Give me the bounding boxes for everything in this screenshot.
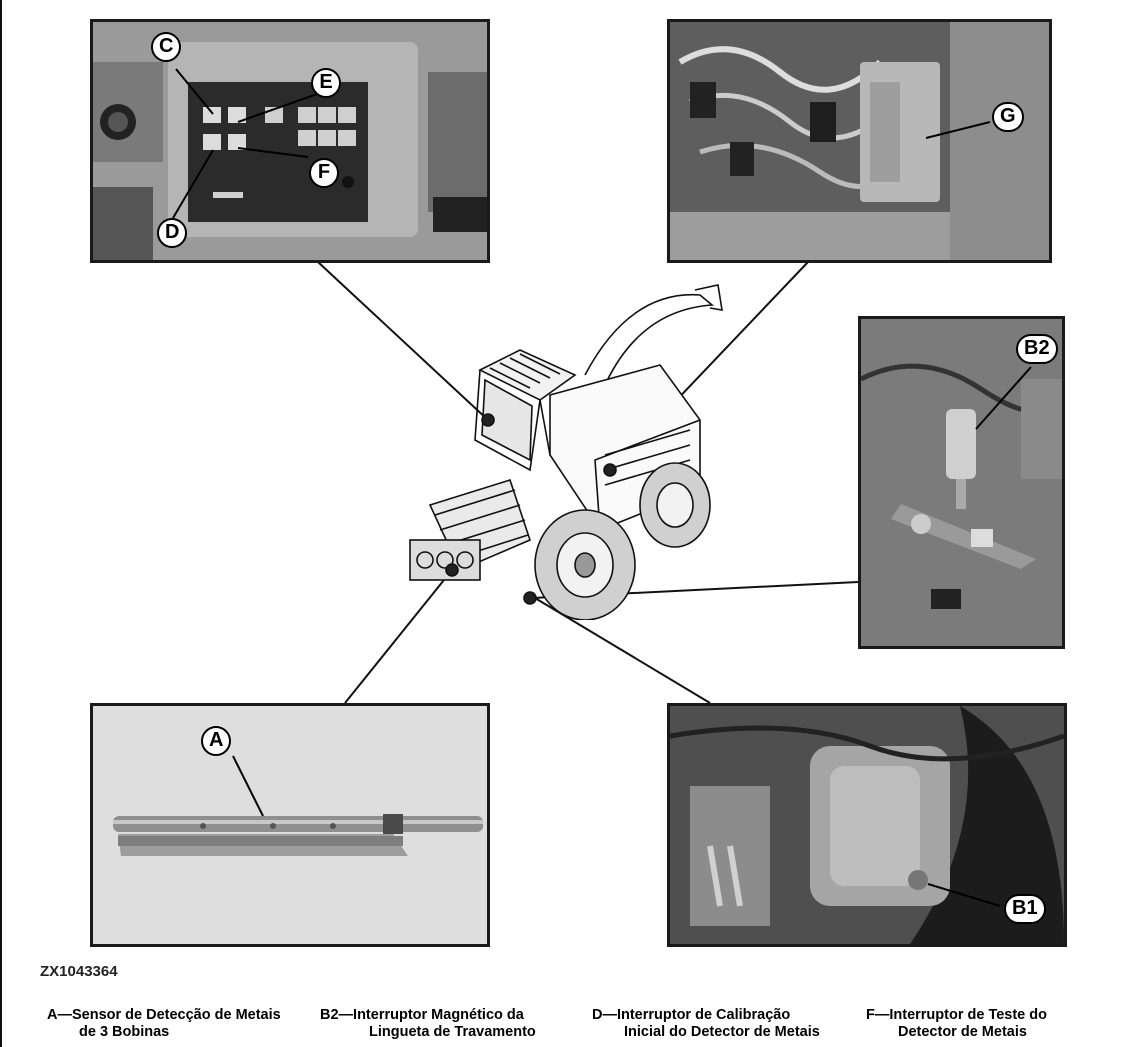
- control-panel-image: [93, 22, 487, 260]
- callout-d: D: [157, 218, 188, 248]
- legend-item-a: A—Sensor de Detecção de Metais de 3 Bobi…: [47, 1007, 281, 1041]
- metal-detection-sensor-photo: A: [90, 703, 490, 947]
- callout-b2: B2: [1016, 334, 1058, 364]
- magnetic-switch-image: [861, 319, 1062, 646]
- legend-item-f: F—Interruptor de Teste do Detector de Me…: [866, 1007, 1047, 1041]
- legend-item-b2: B2—Interruptor Magnético da Lingueta de …: [320, 1007, 536, 1041]
- callout-f: F: [309, 158, 339, 188]
- callout-b1: B1: [1004, 894, 1046, 924]
- control-unit-image: [670, 22, 1049, 260]
- legend-line: A—Sensor de Detecção de Metais: [47, 1007, 281, 1023]
- legend-line: Detector de Metais: [898, 1024, 1027, 1040]
- magnetic-switch-photo: B2: [858, 316, 1065, 649]
- legend-item-d: D—Interruptor de Calibração Inicial do D…: [592, 1007, 820, 1041]
- legend-line: Inicial do Detector de Metais: [624, 1024, 820, 1040]
- forage-harvester-illustration: [409, 284, 723, 620]
- callout-c: C: [151, 32, 182, 62]
- gearbox-image: [670, 706, 1064, 944]
- sensor-image: [93, 706, 487, 944]
- control-unit-photo: G: [667, 19, 1052, 263]
- figure-code: ZX1043364: [40, 963, 118, 980]
- legend-line: F—Interruptor de Teste do: [866, 1007, 1047, 1023]
- legend-line: de 3 Bobinas: [79, 1024, 170, 1040]
- legend-line: B2—Interruptor Magnético da: [320, 1007, 524, 1023]
- callout-a: A: [201, 726, 232, 756]
- control-panel-photo: C E F D: [90, 19, 490, 263]
- legend-line: D—Interruptor de Calibração: [592, 1007, 791, 1023]
- legend-line: Lingueta de Travamento: [369, 1024, 536, 1040]
- callout-e: E: [311, 68, 341, 98]
- callout-g: G: [992, 102, 1024, 132]
- left-margin-rule: [0, 0, 2, 1047]
- solenoid-gearbox-photo: B1: [667, 703, 1067, 947]
